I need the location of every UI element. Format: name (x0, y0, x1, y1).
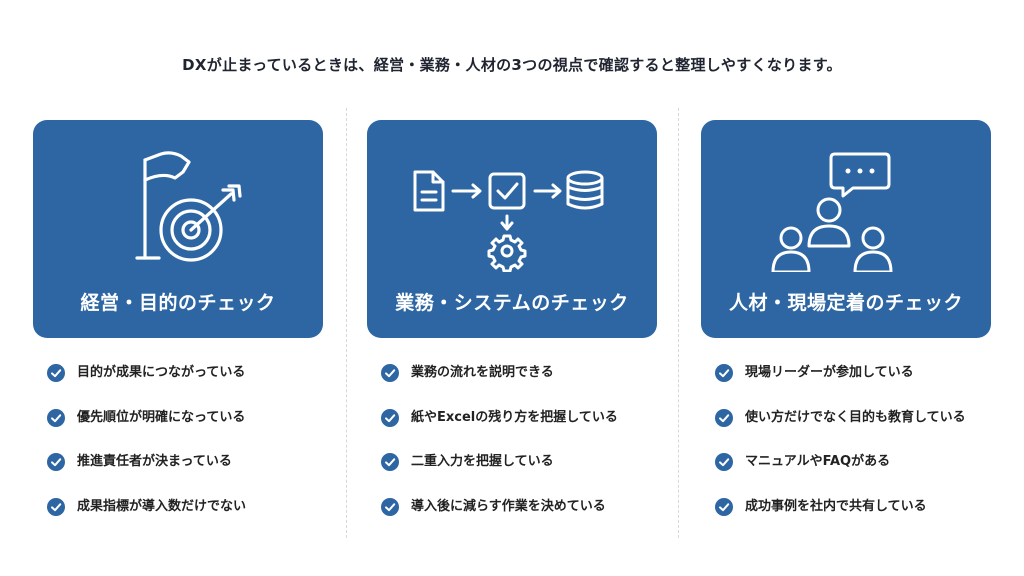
operations-card-title: 業務・システムのチェック (395, 292, 629, 314)
list-item: 業務の流れを説明できる (381, 364, 618, 409)
list-item: 成功事例を社内で共有している (715, 497, 966, 543)
list-item-text: マニュアルやFAQがある (745, 454, 891, 469)
check-circle-icon (381, 497, 399, 516)
management-column: 経営・目的のチェック 目的が成果につながっている 優先順位が明確になっている 推… (33, 120, 323, 516)
list-item-text: 成果指標が導入数だけでない (77, 498, 247, 514)
management-checklist: 目的が成果につながっている 優先順位が明確になっている 推進責任者が決まっている… (47, 364, 246, 542)
list-item: 現場リーダーが参加している (715, 364, 966, 409)
list-item-text: 目的が成果につながっている (77, 365, 246, 380)
list-item: 成果指標が導入数だけでない (47, 497, 247, 543)
check-circle-icon (47, 408, 65, 427)
list-item: 優先順位が明確になっている (47, 408, 246, 454)
check-circle-icon (715, 364, 733, 382)
check-circle-icon (47, 364, 65, 382)
check-circle-icon (381, 453, 399, 471)
operations-column: 業務・システムのチェック 業務の流れを説明できる 紙やExcelの残り方を把握し… (367, 120, 657, 516)
check-circle-icon (715, 497, 733, 516)
list-item-text: 二重入力を把握している (411, 454, 554, 469)
people-checklist: 現場リーダーが参加している 使い方だけでなく目的も教育している マニュアルやFA… (715, 364, 966, 542)
people-column: 人材・現場定着のチェック 現場リーダーが参加している 使い方だけでなく目的も教育… (701, 120, 991, 516)
list-item: マニュアルやFAQがある (715, 453, 966, 498)
check-circle-icon (715, 408, 733, 427)
check-circle-icon (47, 453, 65, 471)
people-card-title: 人材・現場定着のチェック (728, 292, 963, 314)
workflow-icon (413, 170, 604, 272)
operations-checklist: 業務の流れを説明できる 紙やExcelの残り方を把握している 二重入力を把握して… (381, 364, 618, 542)
column-divider (346, 108, 347, 538)
list-item-text: 優先順位が明確になっている (77, 409, 246, 425)
management-card-title: 経営・目的のチェック (80, 292, 276, 314)
list-item-text: 現場リーダーが参加している (745, 365, 914, 380)
list-item-text: 推進責任者が決まっている (77, 454, 232, 469)
page-heading: DXが止まっているときは、経営・業務・人材の3つの視点で確認すると整理しやすくな… (182, 56, 842, 74)
operations-card: 業務・システムのチェック (367, 120, 657, 338)
check-circle-icon (381, 364, 399, 382)
check-circle-icon (381, 408, 399, 427)
flag-target-icon (135, 151, 242, 262)
list-item-text: 導入後に減らす作業を決めている (411, 498, 606, 514)
list-item-text: 使い方だけでなく目的も教育している (745, 409, 966, 425)
people-card: 人材・現場定着のチェック (701, 120, 991, 338)
list-item-text: 業務の流れを説明できる (411, 365, 554, 380)
list-item: 推進責任者が決まっている (47, 453, 246, 498)
people-chat-icon (771, 152, 893, 272)
list-item: 目的が成果につながっている (47, 364, 246, 409)
check-circle-icon (715, 453, 733, 471)
list-item: 二重入力を把握している (381, 453, 618, 498)
list-item: 導入後に減らす作業を決めている (381, 497, 618, 543)
list-item-text: 紙やExcelの残り方を把握している (411, 409, 618, 425)
list-item: 使い方だけでなく目的も教育している (715, 408, 966, 454)
management-card: 経営・目的のチェック (33, 120, 323, 338)
list-item: 紙やExcelの残り方を把握している (381, 408, 618, 454)
list-item-text: 成功事例を社内で共有している (745, 498, 927, 514)
check-circle-icon (47, 497, 65, 516)
column-divider (678, 108, 679, 538)
